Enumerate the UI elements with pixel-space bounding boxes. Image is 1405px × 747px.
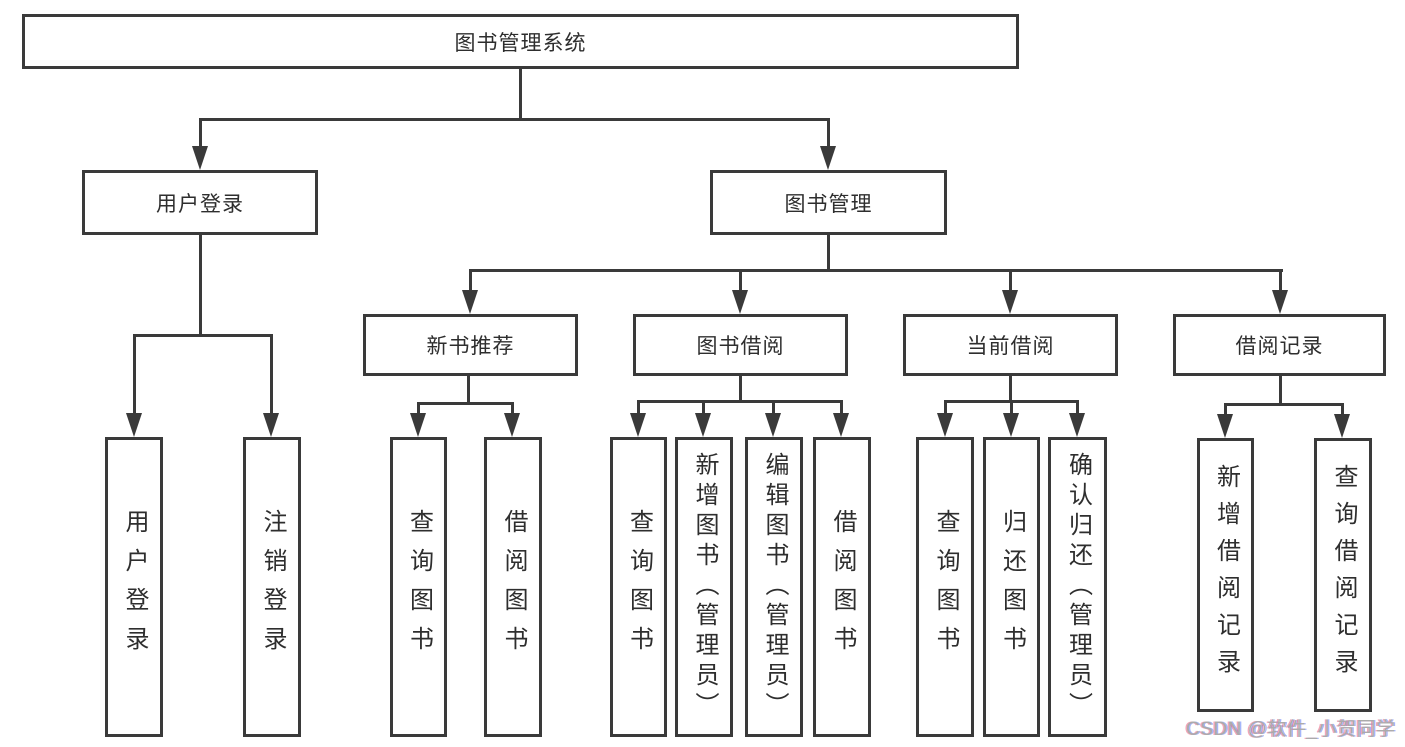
- node-label: 图书借阅: [696, 335, 785, 358]
- connector-line: [739, 269, 742, 293]
- node-current-borrow: 当前借阅: [903, 314, 1118, 376]
- connector-line: [1279, 376, 1282, 406]
- connector-line: [637, 400, 640, 414]
- connector-line: [417, 402, 514, 405]
- connector-line: [1224, 403, 1344, 406]
- connector-line: [469, 269, 1283, 272]
- leaf-label: 查询借阅记录: [1330, 464, 1357, 686]
- leaf-label: 编辑图书（管理员）: [761, 452, 788, 722]
- connector-line: [1076, 400, 1079, 414]
- connector-line: [840, 400, 843, 414]
- arrowhead-icon: [1334, 414, 1350, 438]
- node-user-login: 用户登录: [82, 170, 318, 235]
- arrowhead-icon: [765, 413, 781, 437]
- connector-line: [467, 376, 470, 405]
- connector-line: [133, 334, 273, 337]
- csdn-watermark: CSDN @软件_小贺同学: [1186, 719, 1396, 740]
- leaf-add-books-admin: 新增图书（管理员）: [675, 437, 733, 737]
- node-library-system: 图书管理系统: [22, 14, 1019, 69]
- leaf-add-borrow-record: 新增借阅记录: [1197, 438, 1254, 712]
- leaf-label: 用户登录: [121, 509, 148, 665]
- leaf-label: 查询图书: [625, 509, 653, 665]
- leaf-borrow-books-recommend: 借阅图书: [484, 437, 542, 737]
- connector-line: [739, 376, 742, 402]
- arrowhead-icon: [1069, 413, 1085, 437]
- leaf-query-books-borrow: 查询图书: [610, 437, 667, 737]
- connector-line: [1010, 400, 1013, 414]
- connector-line: [417, 402, 420, 415]
- leaf-label: 新增借阅记录: [1212, 464, 1240, 686]
- arrowhead-icon: [192, 146, 208, 170]
- node-label: 当前借阅: [966, 335, 1055, 358]
- connector-line: [199, 118, 830, 121]
- arrowhead-icon: [732, 290, 748, 314]
- leaf-logout: 注销登录: [243, 437, 301, 737]
- arrowhead-icon: [1217, 414, 1233, 438]
- connector-line: [772, 400, 775, 414]
- connector-line: [702, 400, 705, 414]
- arrowhead-icon: [1003, 413, 1019, 437]
- arrowhead-icon: [695, 413, 711, 437]
- connector-line: [637, 400, 843, 403]
- arrowhead-icon: [126, 413, 142, 437]
- connector-line: [199, 118, 202, 150]
- arrowhead-icon: [630, 413, 646, 437]
- connector-line: [1009, 376, 1012, 402]
- node-label: 借阅记录: [1235, 335, 1324, 358]
- leaf-query-books-recommend: 查询图书: [390, 437, 447, 737]
- arrowhead-icon: [1002, 290, 1018, 314]
- connector-line: [199, 235, 202, 336]
- leaf-label: 注销登录: [259, 509, 286, 665]
- arrowhead-icon: [263, 413, 279, 437]
- leaf-return-books: 归还图书: [983, 437, 1040, 737]
- arrowhead-icon: [462, 290, 478, 314]
- connector-line: [1341, 403, 1344, 414]
- leaf-label: 借阅图书: [829, 509, 856, 665]
- leaf-label: 查询图书: [405, 509, 433, 665]
- leaf-edit-books-admin: 编辑图书（管理员）: [745, 437, 803, 737]
- node-label: 图书管理系统: [454, 31, 587, 55]
- node-label: 图书管理: [784, 192, 873, 216]
- leaf-label: 查询图书: [932, 509, 959, 665]
- connector-line: [1009, 269, 1012, 293]
- connector-line: [270, 334, 273, 414]
- leaf-user-login: 用户登录: [105, 437, 163, 737]
- node-book-borrow: 图书借阅: [633, 314, 848, 376]
- leaf-label: 新增图书（管理员）: [691, 452, 718, 722]
- arrowhead-icon: [937, 413, 953, 437]
- connector-line: [469, 269, 472, 293]
- leaf-label: 借阅图书: [500, 509, 527, 665]
- connector-line: [827, 235, 830, 271]
- arrowhead-icon: [1272, 290, 1288, 314]
- leaf-label: 确认归还（管理员）: [1064, 452, 1092, 722]
- connector-line: [1279, 269, 1282, 293]
- arrowhead-icon: [833, 413, 849, 437]
- arrowhead-icon: [820, 146, 836, 170]
- node-label: 新书推荐: [426, 335, 515, 358]
- node-label: 用户登录: [156, 192, 244, 216]
- leaf-borrow-books: 借阅图书: [813, 437, 871, 737]
- leaf-label: 归还图书: [998, 509, 1026, 665]
- connector-line: [133, 334, 136, 414]
- connector-line: [944, 400, 947, 414]
- connector-line: [511, 402, 514, 415]
- arrowhead-icon: [504, 413, 520, 437]
- node-borrow-records: 借阅记录: [1173, 314, 1386, 376]
- leaf-confirm-return-admin: 确认归还（管理员）: [1048, 437, 1107, 737]
- connector-line: [1224, 403, 1227, 414]
- leaf-query-books-current: 查询图书: [916, 437, 974, 737]
- arrowhead-icon: [410, 413, 426, 437]
- connector-line: [519, 67, 522, 120]
- node-new-book-recommend: 新书推荐: [363, 314, 578, 376]
- leaf-query-borrow-record: 查询借阅记录: [1314, 438, 1372, 712]
- node-book-management: 图书管理: [710, 170, 947, 235]
- connector-line: [827, 118, 830, 150]
